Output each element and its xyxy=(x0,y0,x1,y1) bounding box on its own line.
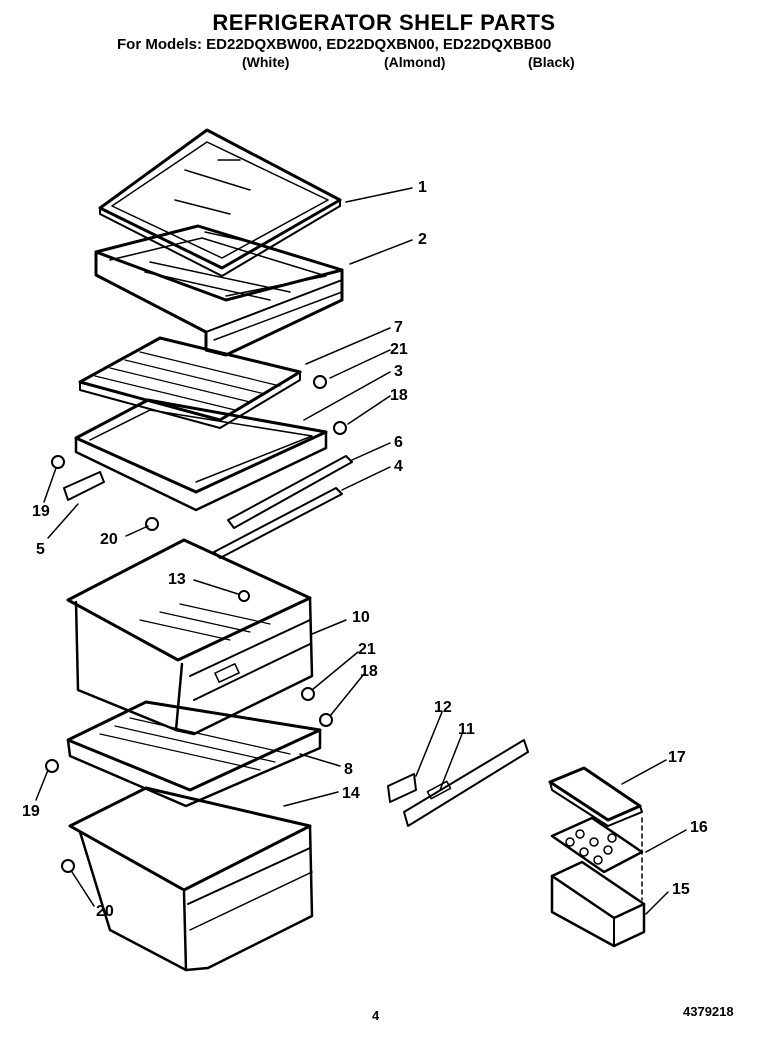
part-1-glass-shelf xyxy=(98,128,342,277)
callout-21-upper: 21 xyxy=(390,341,408,358)
callout-11: 11 xyxy=(458,721,475,738)
part-15-bin xyxy=(550,817,646,948)
part-14-lower-drawer xyxy=(68,786,314,972)
callout-20-lower: 20 xyxy=(96,903,114,920)
variant-white: (White) xyxy=(242,54,290,70)
part-7-wire-shelf xyxy=(78,336,302,429)
part-6-rail xyxy=(227,455,353,529)
fastener-21-lower xyxy=(301,687,315,701)
callout-19-upper: 19 xyxy=(32,503,50,520)
callout-5: 5 xyxy=(36,541,45,558)
fastener-20-upper xyxy=(145,517,159,531)
fastener-20-lower xyxy=(61,859,75,873)
fastener-13 xyxy=(238,590,250,602)
callout-7: 7 xyxy=(394,319,403,336)
part-16-egg-tray xyxy=(550,816,644,874)
callout-3: 3 xyxy=(394,363,403,380)
callout-2: 2 xyxy=(418,231,427,248)
fastener-18-upper xyxy=(333,421,347,435)
part-3-shelf-frame xyxy=(74,398,328,512)
part-10-crisper-drawer xyxy=(66,538,314,736)
part-12-bracket xyxy=(387,773,417,803)
part-11-bracket-strip xyxy=(403,739,529,827)
models-line: For Models: ED22DQXBW00, ED22DQXBN00, ED… xyxy=(117,36,552,53)
callout-16: 16 xyxy=(690,819,708,836)
callout-15: 15 xyxy=(672,881,690,898)
variant-black: (Black) xyxy=(528,54,575,70)
part-4-rail xyxy=(213,487,343,559)
fastener-19-lower xyxy=(45,759,59,773)
part-8-wire-shelf xyxy=(66,700,322,808)
callout-20-upper: 20 xyxy=(100,531,118,548)
callout-6: 6 xyxy=(394,434,403,451)
callout-18-lower: 18 xyxy=(360,663,378,680)
page-title: REFRIGERATOR SHELF PARTS xyxy=(212,10,556,35)
fastener-21-upper xyxy=(313,375,327,389)
callout-12: 12 xyxy=(434,699,452,716)
callout-14: 14 xyxy=(342,785,360,802)
callout-10: 10 xyxy=(352,609,370,626)
callout-8: 8 xyxy=(344,761,353,778)
callout-21-lower: 21 xyxy=(358,641,376,658)
document-number: 4379218 xyxy=(683,1004,734,1019)
fastener-18-lower xyxy=(319,713,333,727)
callout-19-lower: 19 xyxy=(22,803,40,820)
variant-almond: (Almond) xyxy=(384,54,446,70)
callout-13: 13 xyxy=(168,571,186,588)
callout-1: 1 xyxy=(418,179,427,196)
part-5-side-rail xyxy=(63,471,105,501)
page-number: 4 xyxy=(372,1008,380,1023)
callout-17: 17 xyxy=(668,749,686,766)
leader-lines xyxy=(35,187,687,915)
fastener-19-upper xyxy=(51,455,65,469)
callout-4: 4 xyxy=(394,458,403,475)
part-17-bin-cover xyxy=(548,766,643,827)
callout-18-upper: 18 xyxy=(390,387,408,404)
